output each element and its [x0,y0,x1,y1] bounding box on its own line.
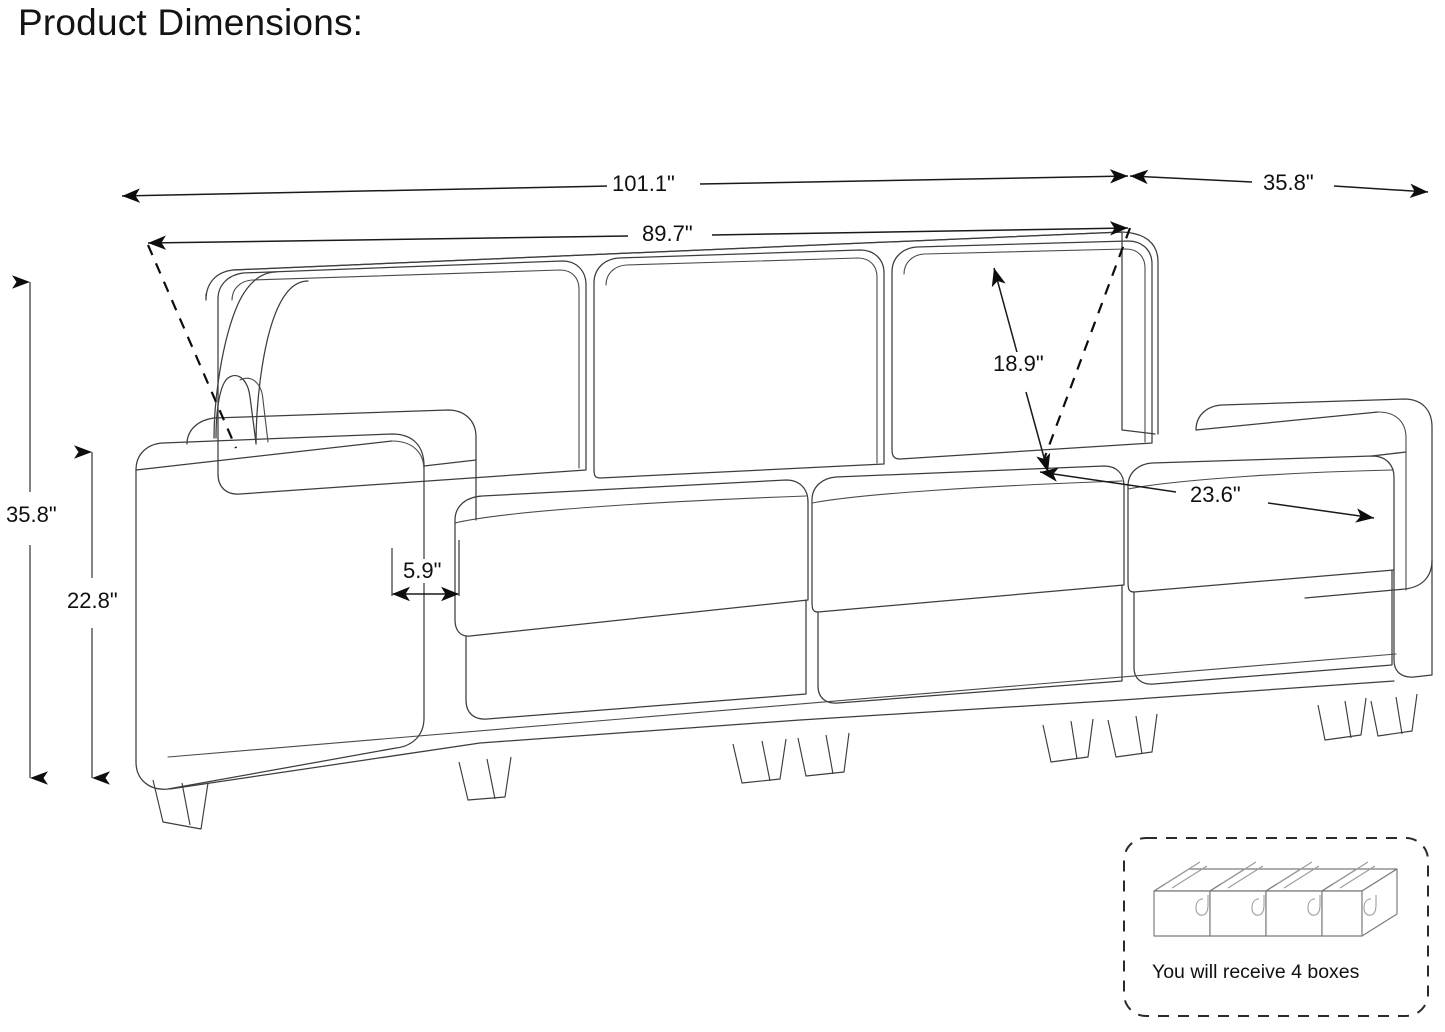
page-title: Product Dimensions: [18,2,364,43]
carton-icon [1321,861,1398,937]
dimension-arm-width [391,540,460,602]
dimension-seat-depth [1039,467,1375,523]
dimension-label-back-cushion-height: 18.9" [988,351,1049,377]
dimension-overall-width [121,169,1129,203]
dimension-label-seat-back-height: 22.8" [62,588,123,614]
dimension-back-width [147,221,1129,250]
dimension-label-arm-width: 5.9" [398,558,447,584]
packaging-caption: You will receive 4 boxes [1152,961,1360,983]
dimension-label-seat-depth: 23.6" [1185,482,1246,508]
dimension-back-cushion-height [991,267,1051,473]
dimension-overall-depth [1129,169,1429,199]
dimension-label-overall-height: 35.8" [1,502,62,528]
dimension-label-back-width: 89.7" [637,221,698,247]
callout-frame [1123,837,1429,1017]
depth-guide-lines [146,227,1132,471]
dimension-label-overall-width: 101.1" [607,171,680,197]
dimension-label-overall-depth: 35.8" [1258,170,1319,196]
